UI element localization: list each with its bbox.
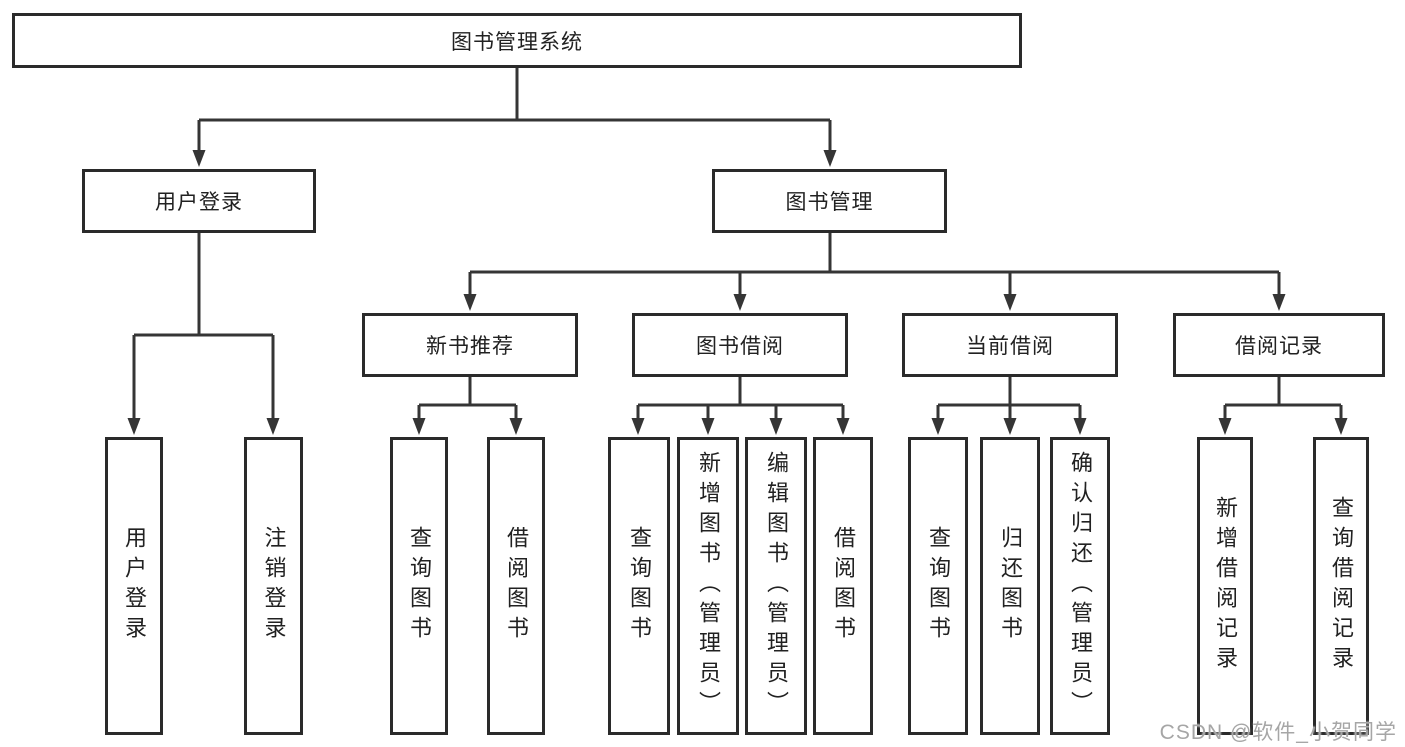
arrow-down-icon [733, 294, 747, 311]
leaf-query-borrow-record: 查询借阅记录 [1313, 437, 1369, 735]
node-book-management: 图书管理 [712, 169, 947, 233]
leaf-edit-book-admin: 编辑图书（管理员） [745, 437, 807, 735]
arrow-down-icon [1334, 418, 1348, 435]
leaf-query-book-borrow: 查询图书 [608, 437, 670, 735]
arrow-down-icon [192, 150, 206, 167]
leaf-borrow-book: 借阅图书 [813, 437, 873, 735]
connector-book-mgmt-branch [463, 233, 1286, 311]
leaf-add-book-admin: 新增图书（管理员） [677, 437, 739, 735]
node-new-book-recommend: 新书推荐 [362, 313, 578, 377]
connector-borrow-records-branch [1218, 377, 1348, 435]
arrow-down-icon [1003, 418, 1017, 435]
node-borrow-records: 借阅记录 [1173, 313, 1385, 377]
connector-new-book-branch [412, 377, 523, 435]
node-library-system: 图书管理系统 [12, 13, 1022, 68]
leaf-user-login: 用户登录 [105, 437, 163, 735]
leaf-query-book-current: 查询图书 [908, 437, 968, 735]
leaf-logout: 注销登录 [244, 437, 303, 735]
arrow-down-icon [701, 418, 715, 435]
arrow-down-icon [1003, 294, 1017, 311]
connector-current-borrow-branch [931, 377, 1087, 435]
leaf-query-book-recommend: 查询图书 [390, 437, 448, 735]
arrow-down-icon [509, 418, 523, 435]
arrow-down-icon [769, 418, 783, 435]
connector-root-to-level2 [192, 68, 837, 167]
arrow-down-icon [931, 418, 945, 435]
leaf-confirm-return-admin: 确认归还（管理员） [1050, 437, 1110, 735]
arrow-down-icon [127, 418, 141, 435]
arrow-down-icon [631, 418, 645, 435]
arrow-down-icon [266, 418, 280, 435]
arrow-down-icon [1272, 294, 1286, 311]
node-user-login: 用户登录 [82, 169, 316, 233]
connector-book-borrow-branch [631, 377, 850, 435]
leaf-borrow-book-recommend: 借阅图书 [487, 437, 545, 735]
csdn-watermark: CSDN @软件_小贺同学 [1159, 721, 1397, 744]
leaf-add-borrow-record: 新增借阅记录 [1197, 437, 1253, 735]
arrow-down-icon [836, 418, 850, 435]
arrow-down-icon [463, 294, 477, 311]
arrow-down-icon [412, 418, 426, 435]
connector-user-login-branch [127, 233, 280, 435]
arrow-down-icon [1218, 418, 1232, 435]
arrow-down-icon [1073, 418, 1087, 435]
arrow-down-icon [823, 150, 837, 167]
node-book-borrow: 图书借阅 [632, 313, 848, 377]
leaf-return-book: 归还图书 [980, 437, 1040, 735]
node-current-borrow: 当前借阅 [902, 313, 1118, 377]
